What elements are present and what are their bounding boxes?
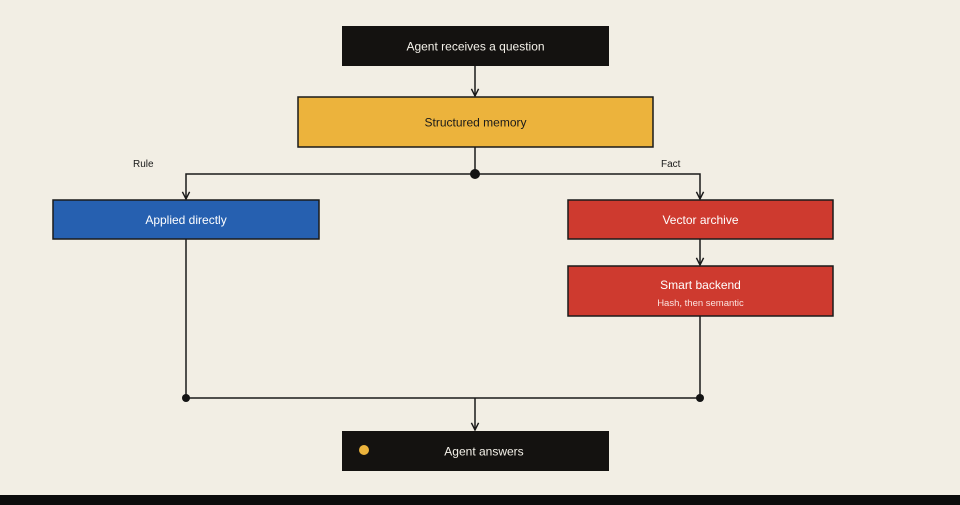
node-applied-directly-label: Applied directly xyxy=(145,213,226,227)
node-agent-answers: Agent answers xyxy=(342,431,609,471)
node-smart-backend: Smart backend Hash, then semantic xyxy=(567,265,834,317)
bottom-bar xyxy=(0,495,960,505)
arrow-rule-branch xyxy=(186,173,475,199)
node-question: Agent receives a question xyxy=(342,26,609,66)
node-applied-directly-box xyxy=(52,199,320,240)
node-applied-directly: Applied directly xyxy=(52,199,320,240)
node-question-box xyxy=(342,26,609,66)
arrow-fact-branch xyxy=(475,173,700,199)
junction-right-dot xyxy=(696,394,704,402)
status-dot-icon xyxy=(359,445,369,455)
junction-left-dot xyxy=(182,394,190,402)
node-vector-archive-label: Vector archive xyxy=(662,213,738,227)
node-structured-memory: Structured memory xyxy=(297,96,654,148)
node-vector-archive: Vector archive xyxy=(567,199,834,240)
node-agent-answers-label: Agent answers xyxy=(444,445,523,459)
node-structured-memory-box xyxy=(297,96,654,148)
node-smart-backend-label: Smart backend xyxy=(660,278,741,292)
node-vector-archive-box xyxy=(567,199,834,240)
connectors xyxy=(186,66,700,430)
branch-label-fact: Fact xyxy=(661,159,681,170)
node-smart-backend-sublabel: Hash, then semantic xyxy=(657,298,744,309)
node-agent-answers-box xyxy=(342,431,609,471)
junction-split-dot xyxy=(470,169,480,179)
branch-label-rule: Rule xyxy=(133,159,154,170)
node-smart-backend-box xyxy=(567,265,834,317)
node-question-label: Agent receives a question xyxy=(406,40,544,54)
node-structured-memory-label: Structured memory xyxy=(424,116,526,130)
